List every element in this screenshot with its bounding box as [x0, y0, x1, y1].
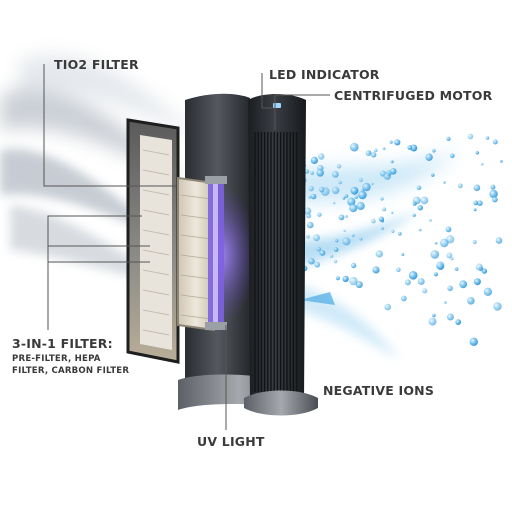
- uv-light-tube: [205, 176, 227, 330]
- label-uv-light: UV LIGHT: [197, 434, 265, 449]
- label-three-in-one-line2: FILTER, CARBON FILTER: [12, 366, 130, 376]
- leader-tio2: [43, 64, 176, 187]
- leader-lines: [43, 64, 330, 430]
- leader-3in1-a: [47, 215, 142, 330]
- label-negative-ions: NEGATIVE IONS: [323, 383, 435, 398]
- label-tio2-filter: TIO2 FILTER: [54, 57, 139, 72]
- leader-motor: [274, 94, 330, 130]
- led-indicator-light: [273, 103, 281, 108]
- purifier-tower: [244, 94, 318, 416]
- three-in-one-filter: [126, 118, 180, 364]
- tio2-filter: [177, 176, 215, 332]
- label-three-in-one-filter: 3-IN-1 FILTER: PRE-FILTER, HEPA FILTER, …: [12, 336, 129, 377]
- label-centrifuged-motor: CENTRIFUGED MOTOR: [334, 88, 493, 103]
- leader-led: [261, 73, 273, 109]
- label-three-in-one-line1: PRE-FILTER, HEPA: [12, 354, 101, 364]
- label-three-in-one-title: 3-IN-1 FILTER:: [12, 336, 113, 351]
- label-led-indicator: LED INDICATOR: [269, 67, 380, 82]
